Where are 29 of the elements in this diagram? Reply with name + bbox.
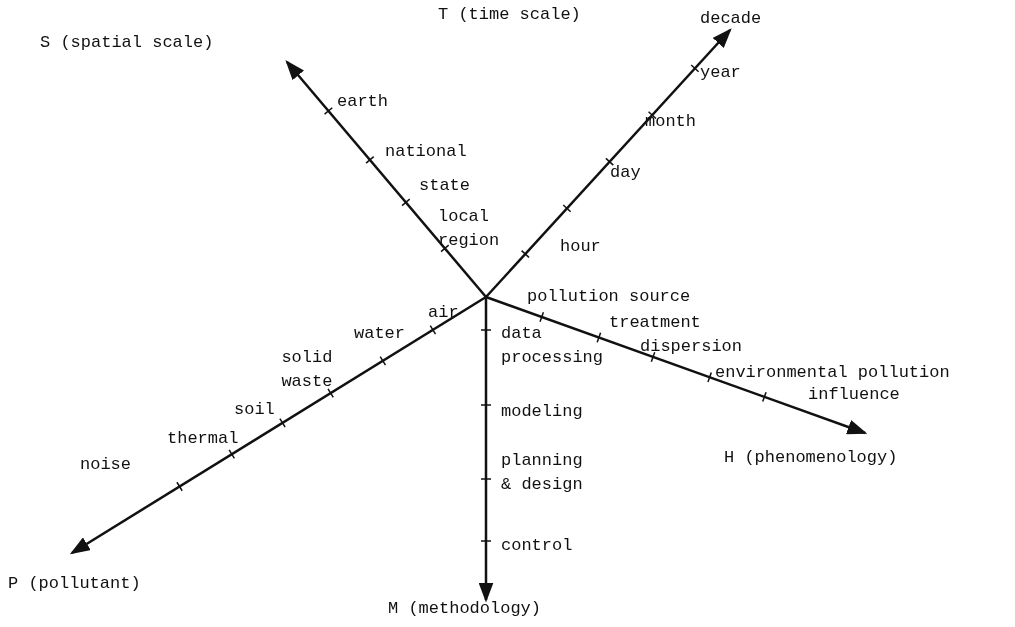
axis-value: control xyxy=(501,535,573,557)
axis-value: planning & design xyxy=(501,450,584,496)
axis-value: hour xyxy=(560,236,601,258)
axis-value: air xyxy=(428,302,459,324)
axis-value: state xyxy=(419,175,470,197)
axis-value: water xyxy=(354,323,405,345)
axis-value: influence xyxy=(808,384,900,406)
axis-value: noise xyxy=(80,454,131,476)
axis-value: data processing xyxy=(501,323,604,369)
axis-title: H (phenomenology) xyxy=(724,447,898,469)
axis-value: national xyxy=(385,141,467,163)
axis-value: environmental pollution xyxy=(715,362,950,384)
axis-title: S (spatial scale) xyxy=(40,32,214,54)
axis-value: decade xyxy=(700,8,762,30)
axis-value: day xyxy=(610,162,641,184)
axis-value: dispersion xyxy=(640,336,743,358)
axis-value: year xyxy=(700,62,741,84)
axis-value: month xyxy=(645,111,696,133)
axis-value: modeling xyxy=(501,401,583,423)
axis-value: thermal xyxy=(167,428,239,450)
axis-value: earth xyxy=(337,91,388,113)
axis-title: P (pollutant) xyxy=(8,573,141,595)
axis-value: soil xyxy=(234,399,275,421)
axis-value: local region xyxy=(438,206,501,252)
axis-title: M (methodology) xyxy=(388,598,542,620)
axis-value: pollution source xyxy=(527,286,691,308)
axis-value: solid waste xyxy=(280,347,334,393)
axis-title: T (time scale) xyxy=(438,4,581,26)
axis-value: treatment xyxy=(609,312,701,334)
